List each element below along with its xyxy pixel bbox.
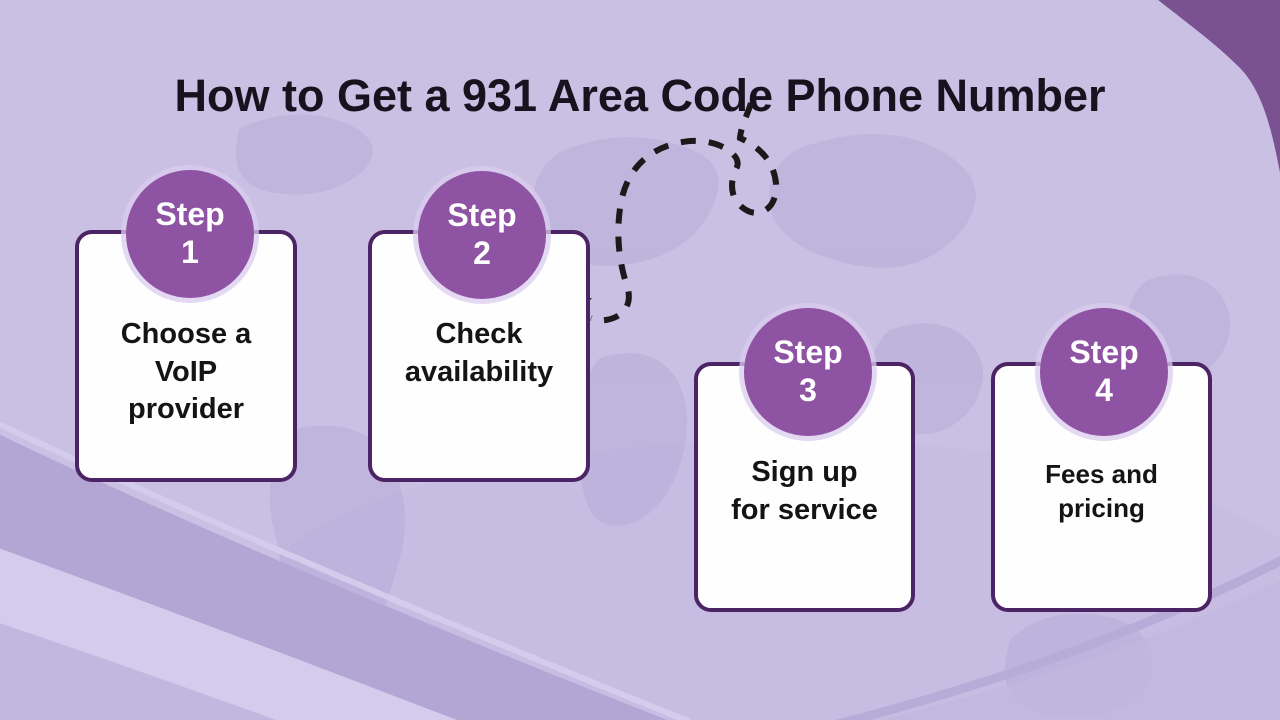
step-1-badge-label: Step 1 [155,196,225,270]
world-map-shape [235,114,373,195]
step-4-badge: Step 4 [1040,308,1168,436]
swoosh-corner-fill [0,623,277,720]
dashed-arrow-path [589,102,780,324]
step-4-label: Fees and pricing [1045,459,1158,523]
page-title: How to Get a 931 Area Code Phone Number [174,70,1106,121]
step-1-badge: Step 1 [126,170,254,298]
step-2-label: Check availability [404,318,554,388]
step-3-badge-label: Step 3 [773,334,843,408]
swoosh-band-light [0,548,457,720]
step-1-label: Choose a VoIP provider [120,318,252,426]
step-3-label: Sign up for service [731,456,878,526]
world-map-shape [1005,613,1153,718]
step-4-badge-label: Step 4 [1069,334,1139,408]
step-2-badge-label: Step 2 [447,197,517,271]
world-map-shape [577,353,688,526]
step-card-1: Step 1 Choose a VoIP provider [75,170,297,482]
step-card-3: Step 3 Sign up for service [694,308,915,612]
step-card-2: Step 2 Check availability [368,171,590,482]
world-map-shape [769,134,976,268]
step-card-4: Step 4 Fees and pricing [991,308,1212,612]
step-3-badge: Step 3 [744,308,872,436]
step-2-badge: Step 2 [418,171,546,299]
